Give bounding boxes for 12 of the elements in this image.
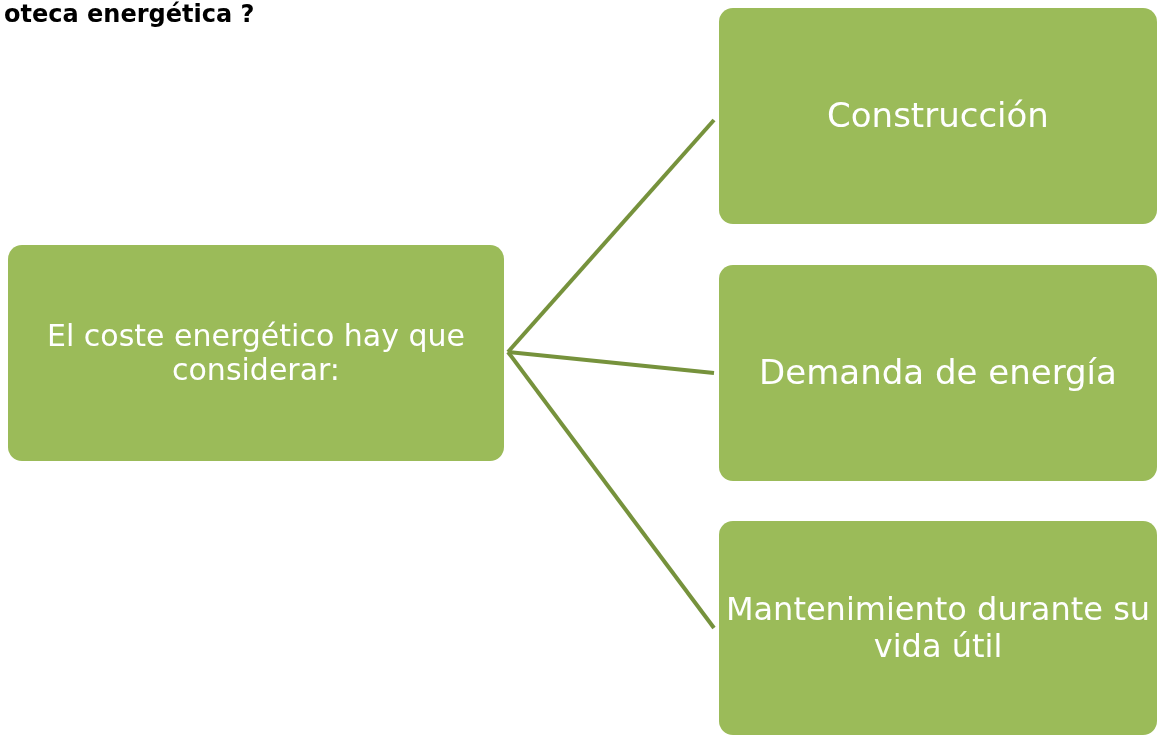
connector-line — [506, 118, 716, 354]
topic-box — [719, 8, 1157, 224]
box-label: Mantenimiento durante su vida útil — [724, 591, 1152, 665]
box-label: Construcción — [827, 96, 1049, 136]
topic-box — [719, 521, 1157, 735]
topic-box — [8, 245, 504, 461]
topic-box — [719, 265, 1157, 481]
connector-line — [506, 350, 716, 630]
connector-line — [507, 350, 715, 375]
box-label: Demanda de energía — [759, 353, 1117, 393]
title: oteca energética ? — [4, 0, 255, 28]
box-label: El coste energético hay que considerar: — [46, 318, 466, 388]
